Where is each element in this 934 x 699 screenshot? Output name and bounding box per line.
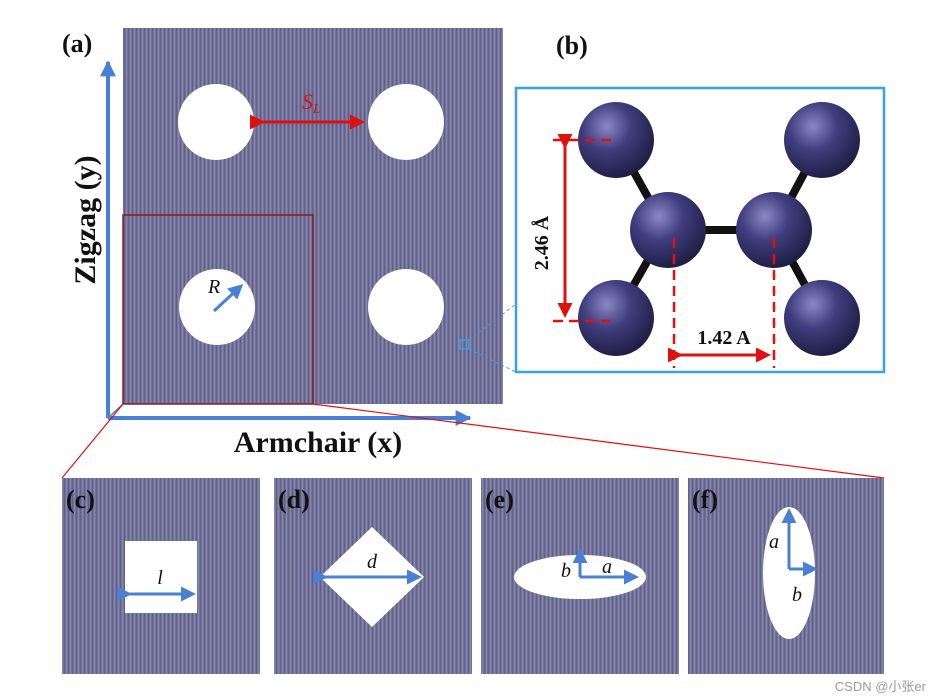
vertical-dim-label: 2.46 Å	[530, 215, 553, 270]
cell-connector-left	[61, 403, 124, 479]
zoom-box	[459, 339, 470, 350]
atom-center-right	[736, 192, 812, 268]
major-axis-label-f: a	[769, 531, 779, 553]
panel-e-label: (e)	[485, 485, 514, 514]
cell-connector-right	[312, 403, 885, 479]
minor-axis-label: b	[561, 560, 571, 582]
panel-e: b a (e)	[481, 478, 679, 674]
atom-top-right	[784, 102, 860, 178]
x-axis-label: Armchair (x)	[234, 426, 403, 459]
panel-f: a b (f)	[688, 478, 884, 674]
ellipse-hole-vertical	[763, 507, 815, 639]
atom-center-left	[630, 192, 706, 268]
horizontal-dim-label: 1.42 A	[697, 327, 751, 349]
panel-c-label: (c)	[66, 485, 95, 514]
spacing-label: SL	[302, 89, 321, 117]
atom-bottom-left	[578, 280, 654, 356]
y-axis-label: Zigzag (y)	[69, 155, 102, 284]
panel-d-label: (d)	[278, 485, 310, 514]
hole-top-left	[178, 84, 254, 160]
zoom-connector-top	[468, 303, 517, 341]
side-length-label: l	[157, 567, 163, 589]
atom-bottom-right	[784, 280, 860, 356]
major-axis-label: a	[602, 556, 612, 578]
diagonal-label: d	[367, 551, 378, 573]
unit-cell-outline	[122, 214, 314, 405]
hole-bottom-right	[368, 269, 444, 345]
radius-arrow	[212, 283, 244, 313]
zoom-connector-bottom	[468, 348, 517, 373]
panel-f-label: (f)	[692, 485, 718, 514]
panel-d: d (d)	[274, 478, 472, 674]
radius-label: R	[207, 276, 220, 298]
panel-b: (b) 2.46 Å 1.42 A	[514, 31, 886, 374]
panel-a: SL R Zigzag (y) Armchair (x) (a)	[62, 28, 503, 459]
hole-top-right	[368, 84, 444, 160]
minor-axis-label-f: b	[792, 584, 802, 606]
panel-b-label: (b)	[556, 31, 588, 60]
panel-a-label: (a)	[62, 29, 92, 58]
watermark: CSDN @小张er	[835, 679, 927, 694]
panel-c: l (c)	[62, 478, 260, 674]
atom-top-left	[578, 102, 654, 178]
